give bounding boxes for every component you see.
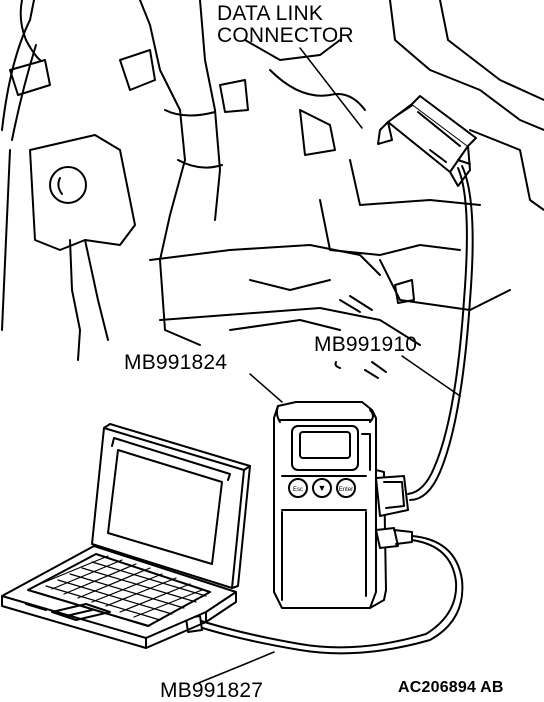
usb-cable-part-number: MB991827 [160, 679, 264, 702]
main-harness-cable [407, 165, 474, 501]
laptop-base [1, 545, 237, 639]
leader-usb [195, 651, 275, 685]
vci-usb-port [375, 527, 399, 549]
vci-screen [299, 431, 351, 459]
leader-lines [195, 47, 461, 685]
dlc-callout: DATA LINK CONNECTOR [217, 3, 354, 47]
laptop-computer [1, 423, 251, 649]
vehicle-dash-area [1, 0, 544, 379]
laptop-screen [107, 449, 223, 565]
data-link-connector-plug [377, 95, 477, 187]
vci-button-enter [336, 478, 356, 498]
dlc-label-line1: DATA LINK [217, 2, 324, 25]
bolt-hole [49, 166, 87, 204]
vci-button-esc-mark: Esc [293, 487, 303, 493]
vci-device [273, 401, 413, 609]
figure-id: AC206894 AB [398, 679, 504, 696]
dlc-label-line2: CONNECTOR [217, 24, 354, 47]
vci-button-enter-mark: Enter [339, 487, 353, 493]
leader-dlc [299, 47, 363, 129]
harness-part-number: MB991910 [314, 333, 418, 356]
vci-button-esc [288, 478, 308, 498]
vci-part-number: MB991824 [124, 351, 228, 374]
vci-button-down-mark: ▼ [318, 483, 327, 493]
vci-button-down [312, 478, 332, 498]
vci-display [291, 425, 359, 471]
leader-vci [249, 373, 283, 403]
laptop-touchpad [51, 603, 111, 621]
leader-harness [401, 355, 461, 397]
